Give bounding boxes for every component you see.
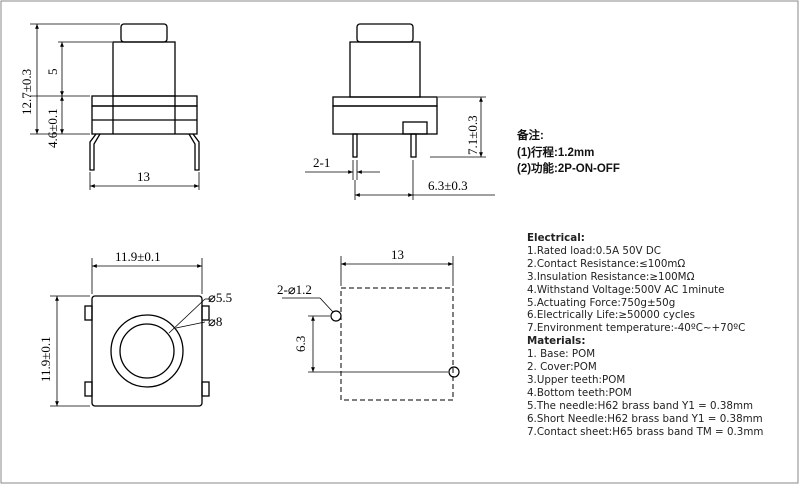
pcb-outline <box>340 287 454 401</box>
side-terminal-block <box>402 121 428 135</box>
electrical-title: Electrical: <box>527 232 585 244</box>
electrical-item: 4.Withstand Voltage:500V AC 1minute <box>527 283 725 296</box>
pcb-offset-dim: 6.3 <box>293 336 308 352</box>
materials-title: Materials: <box>527 335 586 348</box>
front-width-dim: 13 <box>137 169 150 184</box>
pcb-width-dim: 13 <box>391 247 404 262</box>
material-item: 1. Base: POM <box>527 348 596 361</box>
top-inner-button <box>119 323 175 379</box>
material-item: 4.Bottom teeth:POM <box>527 386 632 399</box>
pcb-view <box>282 256 460 401</box>
material-item: 6.Short Needle:H62 brass band Y1 = 0.38m… <box>527 412 763 425</box>
electrical-item: 2.Contact Resistance:≤100mΩ <box>527 257 686 270</box>
pcb-hole-2 <box>448 366 460 378</box>
material-item: 5.The needle:H62 brass band Y1 = 0.38mm <box>527 399 754 412</box>
side-view <box>305 23 495 200</box>
front-view <box>30 23 200 190</box>
top-outer-dim: ⌀8 <box>208 314 222 329</box>
material-item: 2. Cover:POM <box>527 361 597 374</box>
notes-line-function: (2)功能:2P-ON-OFF <box>517 163 620 175</box>
front-cap-top <box>120 23 168 43</box>
electrical-item: 5.Actuating Force:750g±50g <box>527 296 676 309</box>
top-outer-ring <box>110 314 184 388</box>
front-left-pin <box>89 133 101 171</box>
top-view <box>50 258 212 407</box>
front-base-dim: 4.6±0.1 <box>45 108 60 148</box>
front-cover <box>91 95 198 107</box>
front-right-pin <box>188 133 200 171</box>
material-item: 3.Upper teeth:POM <box>527 373 626 386</box>
top-left-tab-lower <box>84 381 93 397</box>
side-right-pin <box>410 133 417 158</box>
side-pin-dim: 2-1 <box>313 155 330 170</box>
notes-title: 备注: <box>517 130 544 142</box>
top-width-dim: 11.9±0.1 <box>115 249 161 264</box>
electrical-item: 6.Electrically Life:≥50000 cycles <box>527 309 696 322</box>
chinese-notes: 备注: (1)行程:1.2mm (2)功能:2P-ON-OFF <box>517 128 620 178</box>
front-cap-dim: 5 <box>45 69 60 76</box>
electrical-item: 1.Rated load:0.5A 50V DC <box>527 244 661 257</box>
electrical-item: 7.Environment temperature:-40ºC~+70ºC <box>527 322 746 335</box>
top-right-tab-lower <box>201 381 210 397</box>
side-base <box>332 105 438 135</box>
top-body <box>91 295 203 407</box>
side-cover <box>332 96 438 107</box>
pcb-hole-1 <box>330 310 342 322</box>
top-left-tab-upper <box>84 305 93 321</box>
top-inner-dim: ⌀5.5 <box>208 290 232 305</box>
side-height-dim: 7.1±0.3 <box>465 115 480 155</box>
side-pitch-dim: 6.3±0.3 <box>428 178 468 193</box>
front-height-dim: 12.7±0.3 <box>19 69 34 115</box>
side-left-pin <box>352 133 358 158</box>
material-item: 7.Contact sheet:H65 brass band TM = 0.3m… <box>527 425 764 438</box>
top-height-dim: 11.9±0.1 <box>38 336 53 382</box>
side-cap-body <box>349 41 421 98</box>
pcb-holes-dim: 2-⌀1.2 <box>277 282 312 297</box>
front-cap-body <box>112 41 176 97</box>
specifications: Electrical: 1.Rated load:0.5A 50V DC 2.C… <box>527 232 763 439</box>
top-right-tab-upper <box>201 305 210 321</box>
electrical-item: 3.Insulation Resistance:≥100MΩ <box>527 270 695 283</box>
notes-line-travel: (1)行程:1.2mm <box>517 146 595 159</box>
side-cap-top <box>356 23 414 43</box>
